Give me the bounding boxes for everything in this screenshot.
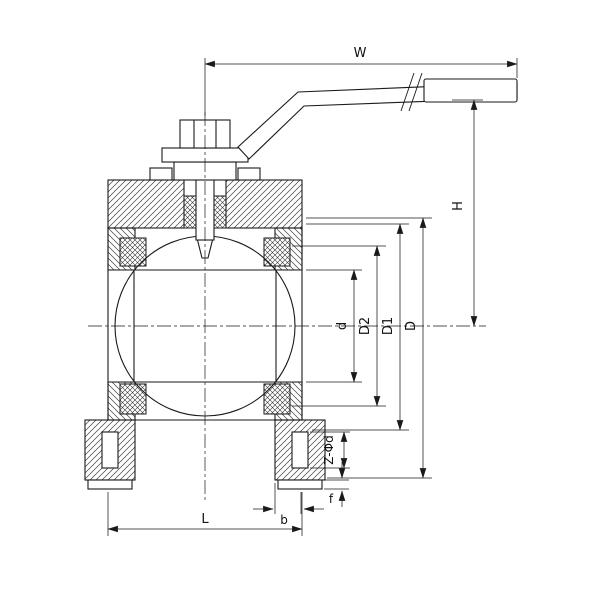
flange-boss-right: [237, 167, 261, 181]
dimension-w: W: [204, 46, 518, 116]
label-f: f: [329, 492, 334, 506]
break-mark: [408, 72, 423, 112]
label-d: d: [335, 322, 350, 330]
flange-boss-left: [149, 167, 173, 181]
dimension-f: f: [324, 462, 349, 507]
bolt-hole-left: [101, 431, 119, 469]
label-h: H: [451, 201, 466, 211]
seat-lower-right: [263, 383, 291, 415]
label-b: b: [280, 513, 288, 527]
centerlines: [88, 112, 486, 502]
dimension-l: L: [107, 492, 303, 536]
bonnet-flange-left: [107, 179, 185, 229]
label-dd: D: [404, 321, 419, 331]
handle-grip: [423, 78, 518, 103]
packing-right: [213, 195, 227, 229]
label-d1: D1: [381, 317, 396, 335]
dimension-d1: D1: [306, 223, 409, 431]
bonnet-flange-right: [225, 179, 303, 229]
dimension-zphid: Z-Φd: [310, 431, 350, 469]
break-mark: [400, 72, 415, 112]
flange-face-step-right: [277, 479, 323, 490]
dimension-b: b: [253, 483, 324, 527]
flange-face-step-left: [87, 479, 133, 490]
dimension-h: H: [451, 99, 483, 327]
label-l: L: [201, 512, 209, 527]
label-w: W: [354, 46, 367, 61]
seat-lower-left: [119, 383, 147, 415]
packing-left: [183, 195, 197, 229]
dimension-d2: D2: [292, 245, 386, 407]
label-zphid: Z-Φd: [322, 435, 336, 464]
dimension-d: d: [306, 269, 362, 383]
lever-handle: [237, 72, 518, 160]
bolt-hole-right: [291, 431, 309, 469]
label-d2: D2: [358, 317, 373, 335]
